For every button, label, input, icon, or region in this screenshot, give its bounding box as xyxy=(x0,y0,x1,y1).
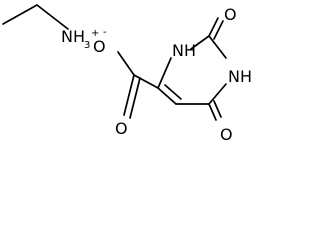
bottom-carbonyl-oxygen-label: O xyxy=(220,125,233,144)
bottom-carbonyl-bond-a xyxy=(208,103,217,121)
carboxylate-oxygen-label: O xyxy=(93,37,106,56)
ring-bond-n3-c4 xyxy=(208,83,227,105)
ethylammonium-cation: NH 3 + xyxy=(2,4,99,51)
bottom-carbonyl-bond-b xyxy=(213,100,222,118)
chemical-structure-canvas: NH 3 + - O O O O NH N xyxy=(2,4,252,144)
carboxylate-bottom-oxygen-label: O xyxy=(115,119,128,138)
ring-bond-c5-c6 xyxy=(157,87,177,105)
ring-bond-c6-n1 xyxy=(157,57,172,89)
top-carbonyl-bond-b xyxy=(213,20,224,40)
ring-nh-right-label: NH xyxy=(228,67,252,86)
carboxylate-double-bond-a xyxy=(123,74,135,116)
carboxylate-carbon-to-ring-bond xyxy=(133,74,159,89)
orotate-anion: - O O O O NH NH xyxy=(93,5,252,144)
ammonium-charge: + xyxy=(91,28,99,39)
ethyl-methyl-bond xyxy=(2,4,38,25)
ethyl-nitrogen-bond xyxy=(36,4,69,30)
ring-nh-top-label: NH xyxy=(172,41,196,60)
carboxylate-oxygen-bond xyxy=(117,51,135,76)
carboxylate-negative-charge: - xyxy=(103,27,107,38)
carboxylate-double-bond-b xyxy=(129,77,141,119)
ring-double-bond-c5-c6 xyxy=(164,84,182,100)
ring-bond-n1-c2 xyxy=(190,35,210,50)
ring-bond-c2-n3 xyxy=(208,35,227,59)
top-carbonyl-bond-a xyxy=(208,17,219,37)
ammonium-label: NH xyxy=(61,27,85,46)
structure-svg: NH 3 + - O O O O NH N xyxy=(2,4,252,144)
ammonium-subscript: 3 xyxy=(84,40,90,51)
top-carbonyl-oxygen-label: O xyxy=(224,5,237,24)
